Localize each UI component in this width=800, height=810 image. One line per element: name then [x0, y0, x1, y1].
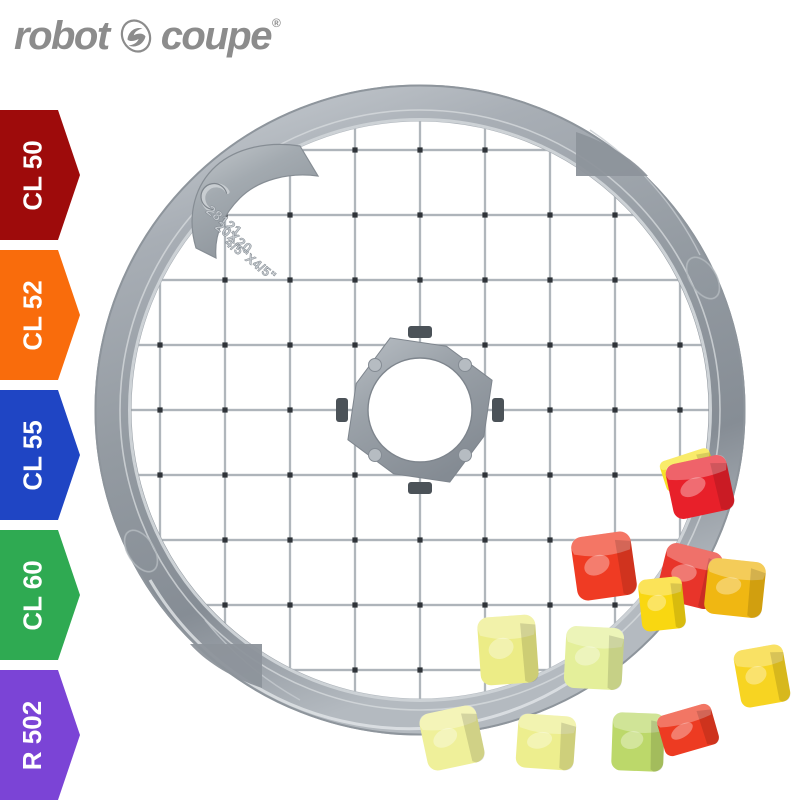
vegetable-dice [704, 558, 766, 618]
rim-gusset [190, 132, 648, 688]
vegetable-dice [611, 712, 665, 772]
brand-word-robot: robot [14, 14, 110, 58]
vegetable-dice [571, 531, 637, 601]
vegetable-dice [665, 454, 735, 519]
rim-recess [123, 256, 721, 573]
vegetable-dice [515, 713, 577, 771]
registered-trademark-icon: ® [271, 16, 281, 30]
blade-ellipse-icon [115, 19, 157, 53]
disc-hub [336, 326, 504, 494]
diced-vegetables [419, 448, 791, 772]
hub-center-hole [367, 357, 473, 463]
vegetable-dice [477, 614, 539, 686]
brand-word-coupe: coupe [160, 14, 273, 58]
brand-logo: robot coupe ® [14, 14, 281, 58]
vegetable-dice [419, 705, 485, 771]
vegetable-dice [563, 626, 625, 690]
disc-rim [94, 84, 746, 736]
vegetable-dice [638, 576, 686, 632]
vegetable-dice [733, 644, 791, 708]
embossed-c-icon [200, 182, 230, 213]
vegetable-dice [656, 703, 720, 757]
model-compatibility-tags: CL 50 CL 52 CL 55 CL 60 R 502 [0, 110, 92, 810]
